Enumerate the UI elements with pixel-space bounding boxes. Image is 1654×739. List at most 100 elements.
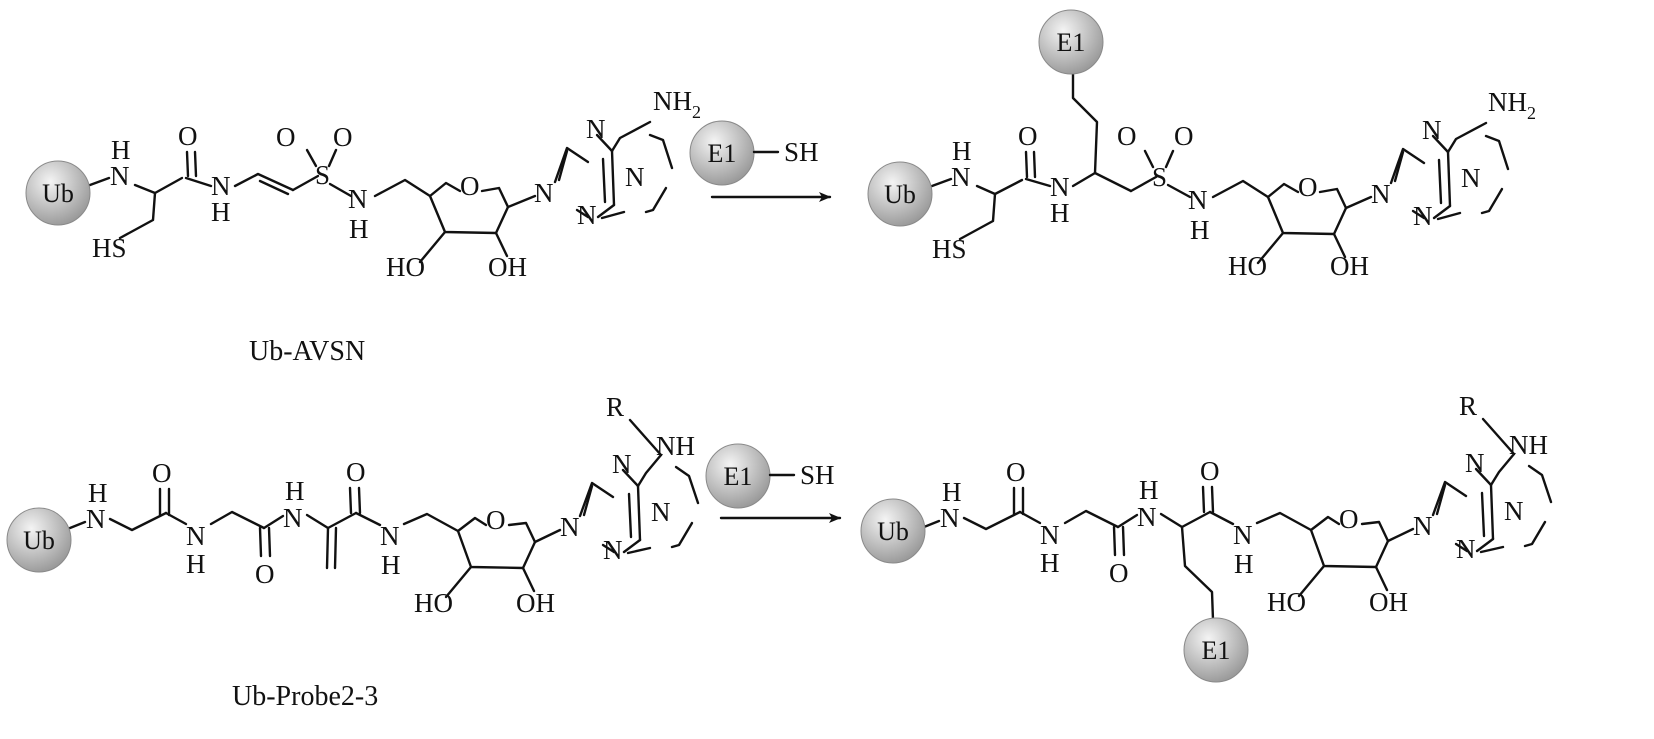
atom-n: N <box>1456 534 1476 564</box>
atom-nh: NH <box>1509 430 1548 460</box>
atom-h: H <box>186 549 206 579</box>
atom-nh2: NH2 <box>653 86 701 122</box>
atom-o: O <box>346 457 366 487</box>
atom-ho: HO <box>1267 587 1306 617</box>
atom-n: N <box>1413 511 1433 541</box>
atom-o: O <box>1298 172 1318 202</box>
caption-top-reactant: Ub-AVSN <box>249 336 365 367</box>
atom-n: N <box>940 503 960 533</box>
bottom-product: H N O N H O H N O N H O HO OH N N N N NH… <box>860 391 1553 683</box>
atom-n: N <box>186 521 206 551</box>
atom-s: S <box>1152 162 1167 192</box>
atom-oh: OH <box>1330 251 1369 281</box>
atom-n: N <box>1422 115 1442 145</box>
atom-n: N <box>577 200 597 230</box>
atom-o: O <box>333 122 353 152</box>
atom-n: N <box>283 503 303 533</box>
atom-o: O <box>1109 558 1129 588</box>
atom-hs: HS <box>932 234 967 264</box>
bottom-reaction-arrow: E1 SH <box>705 443 842 523</box>
atom-o: O <box>1117 121 1137 151</box>
e1-bead: E1 <box>689 120 755 186</box>
atom-n: N <box>625 162 645 192</box>
atom-n: N <box>534 178 554 208</box>
atom-o: O <box>255 559 275 589</box>
atom-o: O <box>152 458 172 488</box>
atom-h: H <box>285 476 305 506</box>
atom-n: N <box>211 171 231 201</box>
top-product: H N O N H O S O N H O HO OH N N N N NH2 … <box>867 9 1536 281</box>
atom-s: S <box>315 160 330 190</box>
atom-n: N <box>586 114 606 144</box>
atom-r: R <box>606 392 624 422</box>
atom-n: N <box>380 521 400 551</box>
atom-h: H <box>952 136 972 166</box>
atom-o: O <box>178 121 198 151</box>
atom-n: N <box>1371 179 1391 209</box>
atom-n: N <box>110 161 130 191</box>
atom-oh: OH <box>1369 587 1408 617</box>
atom-r: R <box>1459 391 1477 421</box>
atom-nh2: NH2 <box>1488 87 1536 123</box>
ub-bead-label: Ub <box>23 526 55 555</box>
atom-n: N <box>1504 496 1524 526</box>
ub-bead-label: Ub <box>884 180 916 209</box>
atom-h: H <box>349 214 369 244</box>
atom-ho: HO <box>1228 251 1267 281</box>
atom-n: N <box>1137 502 1157 532</box>
bottom-product-atoms: H N O N H O H N O N H O HO OH N N N N NH… <box>940 391 1548 617</box>
top-reaction-arrow: E1 SH <box>689 120 832 202</box>
top-reactant-bonds <box>88 120 674 264</box>
atom-n: N <box>1233 520 1253 550</box>
atom-h: H <box>1050 198 1070 228</box>
atom-h: H <box>1190 215 1210 245</box>
atom-h: H <box>211 197 231 227</box>
atom-h: H <box>111 135 131 165</box>
atom-o: O <box>276 122 296 152</box>
atom-oh: OH <box>516 588 555 618</box>
atom-hs: HS <box>92 233 127 263</box>
atom-n: N <box>1413 201 1433 231</box>
e1-bead: E1 <box>705 443 771 509</box>
e1-bead-label: E1 <box>1057 28 1086 57</box>
top-reactant-ub-avsn: H N O N H O S O N H O HO OH N N N N NH2 … <box>25 86 701 367</box>
atom-ho: HO <box>414 588 453 618</box>
atom-n: N <box>86 504 106 534</box>
e1-bead: E1 <box>1038 9 1104 75</box>
e1-bead-label: E1 <box>708 139 737 168</box>
atom-n: N <box>603 535 623 565</box>
atom-h: H <box>1139 475 1159 505</box>
top-reactant-atoms: H N O N H O S O N H O HO OH N N N N NH2 … <box>92 86 701 282</box>
atom-o: O <box>1339 504 1359 534</box>
atom-n: N <box>612 449 632 479</box>
atom-n: N <box>348 184 368 214</box>
atom-o: O <box>1174 121 1194 151</box>
atom-n: N <box>1040 520 1060 550</box>
bottom-reactant-bonds <box>68 418 700 599</box>
ub-bead-label: Ub <box>42 179 74 208</box>
e1-bead: E1 <box>1183 617 1249 683</box>
atom-n: N <box>1461 163 1481 193</box>
bottom-reactant-ub-probe2-3: H N O N H O H N O N H O HO OH N N N N NH… <box>6 392 700 712</box>
caption-bottom-reactant: Ub-Probe2-3 <box>232 681 378 712</box>
atom-nh: NH <box>656 431 695 461</box>
atom-o: O <box>1200 456 1220 486</box>
atom-n: N <box>1050 172 1070 202</box>
bottom-reactant-atoms: H N O N H O H N O N H O HO OH N N N N NH… <box>86 392 695 618</box>
atom-h: H <box>1040 548 1060 578</box>
atom-h: H <box>381 550 401 580</box>
atom-ho: HO <box>386 252 425 282</box>
atom-o: O <box>460 171 480 201</box>
atom-n: N <box>1188 185 1208 215</box>
atom-h: H <box>942 477 962 507</box>
ub-bead: Ub <box>25 160 91 226</box>
thiol-label: SH <box>784 137 819 167</box>
e1-bead-label: E1 <box>1202 636 1231 665</box>
atom-n: N <box>560 512 580 542</box>
atom-h: H <box>1234 549 1254 579</box>
atom-oh: OH <box>488 252 527 282</box>
atom-n: N <box>951 162 971 192</box>
atom-o: O <box>1006 457 1026 487</box>
e1-bead-label: E1 <box>724 462 753 491</box>
